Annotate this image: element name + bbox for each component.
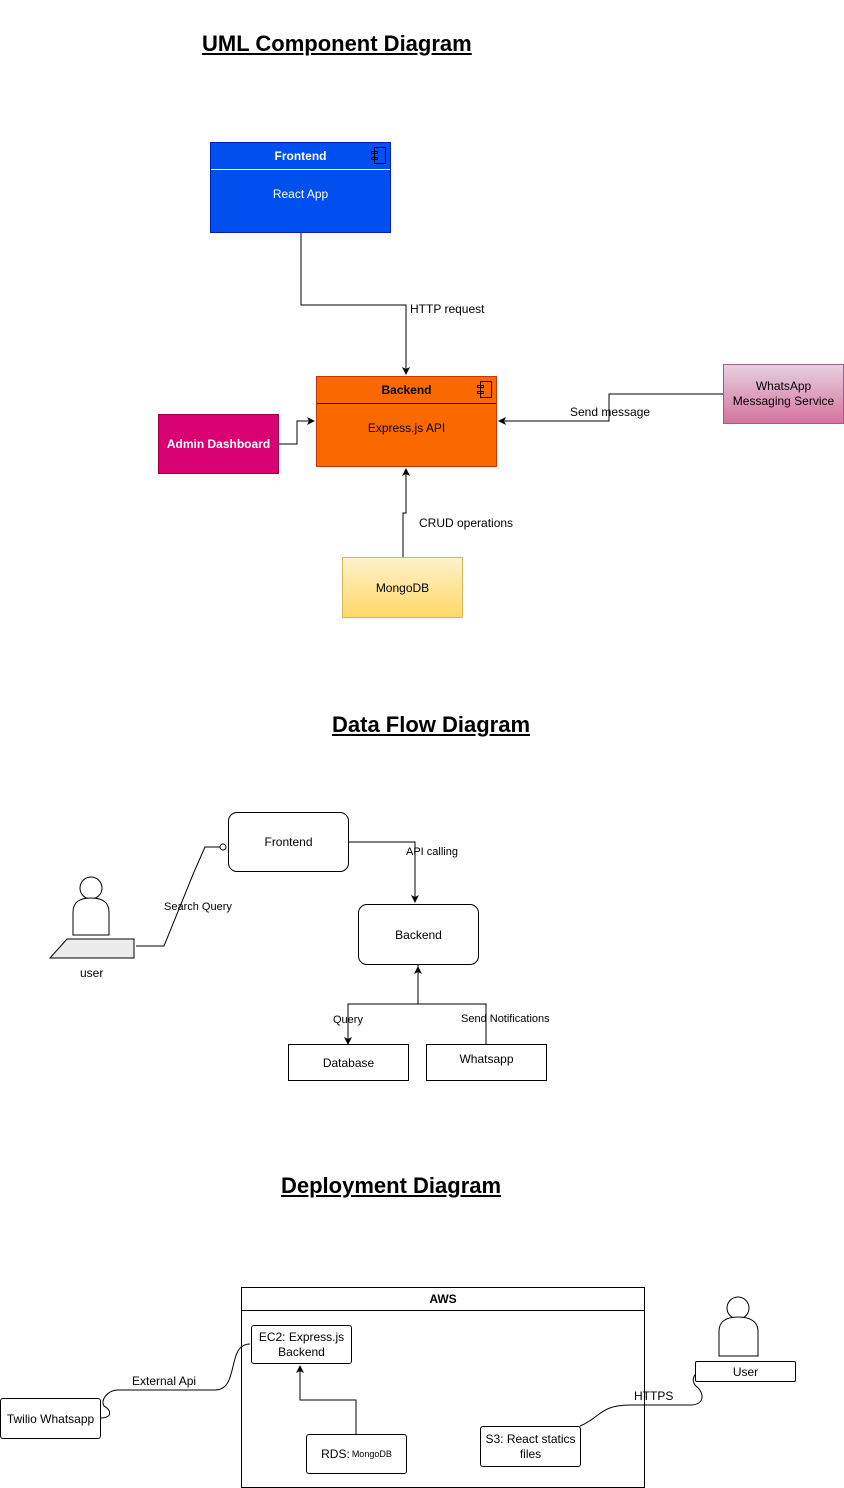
edge-query: [344, 965, 419, 1045]
uml-frontend-header: Frontend: [211, 143, 390, 170]
edge-send-notifications: [414, 966, 487, 1044]
uml-whatsapp-line1: WhatsApp: [755, 379, 812, 393]
deploy-ec2-line1: EC2: Express.js: [258, 1329, 345, 1344]
dfd-whatsapp[interactable]: Whatsapp: [426, 1044, 547, 1081]
dfd-edge-label-search: Search Query: [164, 901, 232, 913]
dfd-user-actor-icon: [48, 876, 135, 959]
dfd-frontend[interactable]: Frontend: [228, 812, 349, 872]
uml-backend-body: Express.js API: [367, 420, 446, 435]
edge-https: [579, 1371, 703, 1427]
edge-external-api: [100, 1343, 251, 1419]
dfd-edge-label-query: Query: [333, 1014, 363, 1026]
dfd-backend-label: Backend: [395, 927, 442, 942]
uml-frontend-component[interactable]: Frontend React App: [210, 142, 391, 233]
uml-admin-dashboard[interactable]: Admin Dashboard: [158, 414, 279, 474]
dfd-edge-label-api: API calling: [406, 846, 458, 858]
uml-mongodb-label: MongoDB: [375, 580, 430, 595]
edge-api-calling: [349, 841, 419, 903]
uml-backend-header: Backend: [317, 377, 496, 404]
deploy-twilio-label: Twilio Whatsapp: [6, 1411, 95, 1426]
component-icon: [371, 147, 386, 164]
dfd-whatsapp-label: Whatsapp: [459, 1052, 514, 1066]
dfd-database-label: Database: [322, 1055, 375, 1070]
uml-admin-label: Admin Dashboard: [166, 437, 271, 451]
deploy-aws-label: AWS: [429, 1292, 457, 1306]
uml-edge-label-http: HTTP request: [410, 302, 485, 316]
uml-mongodb[interactable]: MongoDB: [342, 557, 463, 618]
dfd-backend[interactable]: Backend: [358, 904, 479, 965]
deploy-edge-label-external: External Api: [132, 1374, 197, 1388]
deploy-s3[interactable]: S3: React statics files: [480, 1426, 581, 1467]
dfd-title: Data Flow Diagram: [332, 712, 531, 737]
dfd-database[interactable]: Database: [288, 1044, 409, 1081]
edge-admin-backend: [279, 417, 315, 445]
uml-frontend-body: React App: [272, 186, 329, 201]
uml-whatsapp-service[interactable]: WhatsApp Messaging Service: [723, 364, 844, 424]
deploy-twilio[interactable]: Twilio Whatsapp: [0, 1398, 101, 1439]
component-icon: [477, 381, 492, 398]
edge-send-message: [498, 393, 723, 425]
deploy-ec2-line2: Backend: [278, 1344, 325, 1359]
deploy-user-label: User: [732, 1364, 759, 1379]
uml-backend-component[interactable]: Backend Express.js API: [316, 376, 497, 467]
dfd-frontend-label: Frontend: [264, 835, 313, 849]
deploy-rds-small: MongoDB: [351, 1449, 392, 1459]
edge-crud: [402, 468, 410, 557]
deploy-user[interactable]: User: [695, 1361, 796, 1382]
uml-title: UML Component Diagram: [202, 31, 472, 56]
dfd-edge-label-notifications: Send Notifications: [461, 1013, 550, 1025]
uml-whatsapp-line2: Messaging Service: [732, 394, 835, 408]
edge-rds-ec2: [296, 1365, 357, 1434]
deploy-rds-label: RDS:: [321, 1447, 350, 1461]
deploy-user-actor-icon: [718, 1296, 759, 1357]
deploy-rds[interactable]: RDS: MongoDB: [306, 1434, 407, 1474]
deploy-s3-line2: files: [519, 1446, 542, 1461]
uml-edge-label-send-message: Send message: [570, 405, 651, 419]
uml-edge-label-crud: CRUD operations: [419, 516, 514, 530]
deploy-edge-label-https: HTTPS: [634, 1389, 674, 1403]
deploy-aws-header: AWS: [242, 1288, 644, 1311]
deploy-ec2[interactable]: EC2: Express.js Backend: [251, 1325, 352, 1364]
edge-http-request: [300, 233, 410, 375]
deploy-aws-container[interactable]: AWS: [241, 1287, 645, 1488]
dfd-user-label: user: [80, 966, 104, 980]
edge-search-query: [136, 846, 220, 947]
deploy-s3-line1: S3: React statics: [485, 1431, 576, 1446]
deploy-title: Deployment Diagram: [281, 1173, 502, 1198]
